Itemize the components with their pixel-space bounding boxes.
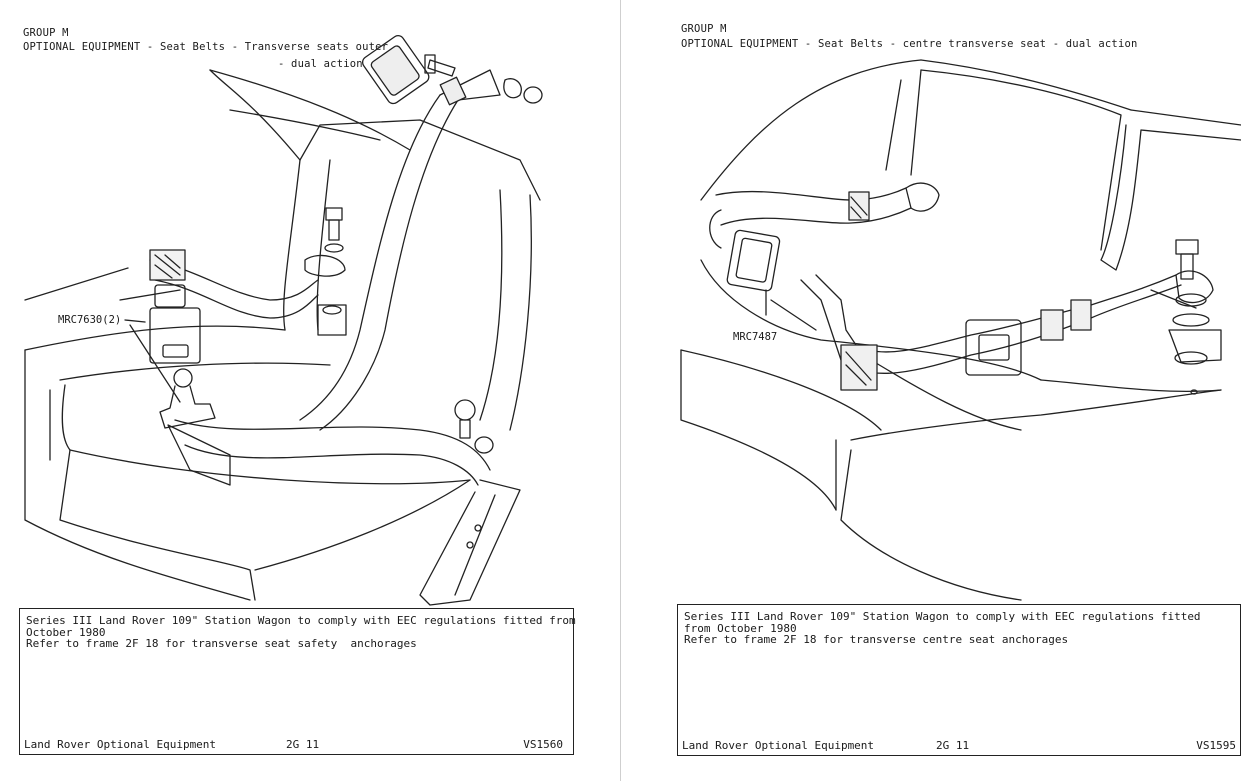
- seat-belt-outer-illustration: [24, 35, 543, 606]
- note-line-2: October 1980: [26, 625, 106, 639]
- footer-drawing-ref: VS1560: [523, 738, 563, 751]
- right-page: GROUP M OPTIONAL EQUIPMENT - Seat Belts …: [621, 0, 1241, 781]
- part-label-mrc7487: MRC7487: [733, 331, 778, 343]
- note-box: Series III Land Rover 109" Station Wagon…: [19, 608, 576, 755]
- group-heading: GROUP M: [681, 23, 727, 35]
- part-label-mrc7630: MRC7630(2): [58, 314, 122, 326]
- note-line-3: Refer to frame 2F 18 for transverse seat…: [26, 637, 417, 650]
- footer-frame-number: 2G 11: [936, 739, 970, 752]
- footer-publication: Land Rover Optional Equipment: [682, 739, 875, 752]
- left-page: GROUP M OPTIONAL EQUIPMENT - Seat Belts …: [0, 0, 620, 781]
- footer-drawing-ref: VS1595: [1196, 739, 1236, 752]
- page-title: OPTIONAL EQUIPMENT - Seat Belts - centre…: [681, 38, 1138, 50]
- note-line-1: Series III Land Rover 109" Station Wagon…: [26, 614, 576, 627]
- page-subtitle: - dual action: [278, 58, 363, 70]
- footer-frame-number: 2G 11: [286, 738, 320, 751]
- note-line-2: from October 1980: [684, 621, 797, 635]
- seat-belt-centre-illustration: [680, 59, 1241, 601]
- page-divider: [620, 0, 621, 781]
- note-text: Series III Land Rover 109" Station Wagon…: [26, 615, 576, 650]
- note-box: Series III Land Rover 109" Station Wagon…: [677, 604, 1241, 756]
- note-line-3: Refer to frame 2F 18 for transverse cent…: [684, 633, 1069, 646]
- note-line-1: Series III Land Rover 109" Station Wagon…: [684, 610, 1201, 623]
- group-heading: GROUP M: [23, 27, 69, 39]
- footer-publication: Land Rover Optional Equipment: [24, 738, 217, 751]
- page-title: OPTIONAL EQUIPMENT - Seat Belts - Transv…: [23, 41, 389, 53]
- note-text: Series III Land Rover 109" Station Wagon…: [684, 611, 1201, 646]
